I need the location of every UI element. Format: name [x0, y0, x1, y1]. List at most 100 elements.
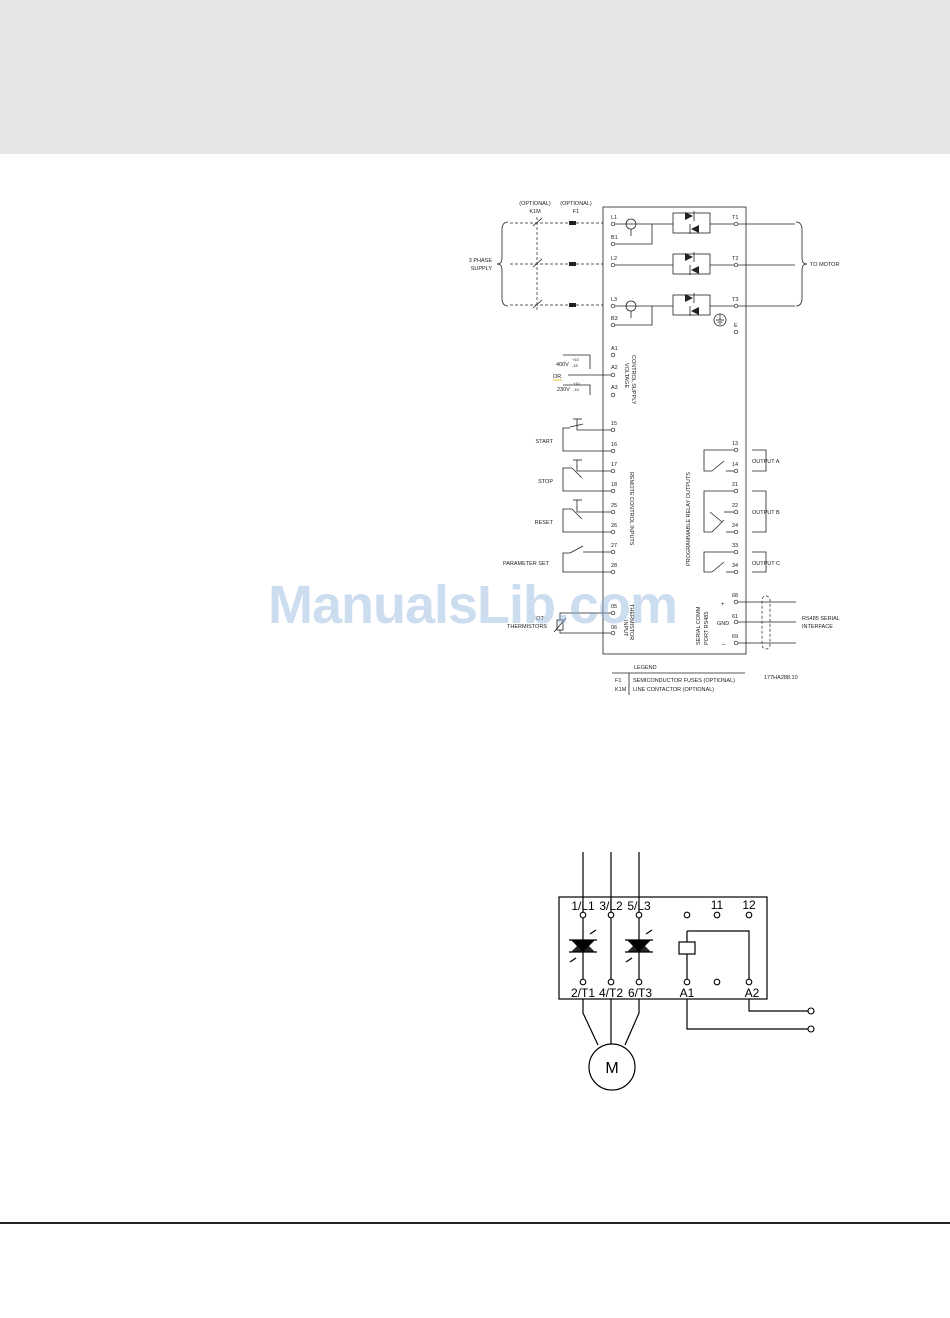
terminal-15	[610, 427, 616, 433]
voltage-230v-label: 230V	[557, 387, 570, 393]
supply-label-line1: 3 PHASE	[469, 258, 493, 264]
scr-pair-1	[672, 211, 711, 234]
bypass-path-b1	[615, 224, 653, 245]
thermistor-input-label-2: INPUT	[622, 620, 628, 637]
terminal-t3	[733, 303, 739, 309]
voltage-230v-tol-top: +10	[573, 381, 581, 386]
terminal-33	[733, 549, 739, 555]
terminal-t1-label: T1	[732, 215, 738, 221]
label-a2: A2	[745, 986, 760, 1000]
terminal-17	[610, 468, 616, 474]
upper-wiring-diagram: (OPTIONAL) K1M (OPTIONAL) F1 3 PHASE SUP…	[469, 201, 840, 695]
label-2-t1: 2/T1	[571, 986, 595, 1000]
supply-brace	[496, 221, 509, 307]
label-1-l1: 1/L1	[571, 899, 595, 913]
stop-input-label: STOP	[538, 479, 553, 485]
terminal-a2-label: A2	[611, 365, 618, 371]
k1m-contact-3	[532, 299, 543, 309]
serial-gnd-label: GND	[717, 621, 729, 627]
terminal-4-t2	[607, 978, 615, 986]
terminal-b3-label: B3	[611, 316, 618, 322]
legend-k1m-text: LINE CONTACTOR (OPTIONAL)	[633, 687, 714, 693]
terminal-68-label: 68	[732, 593, 738, 599]
scr-bank	[672, 211, 711, 316]
control-relay-coil	[678, 930, 750, 979]
terminal-1-l1	[579, 911, 587, 919]
to-motor-label: TO MOTOR	[810, 262, 839, 268]
terminal-a3	[610, 392, 616, 398]
reset-input-label: RESET	[535, 520, 554, 526]
terminal-a3-label: A3	[611, 385, 618, 391]
starter-module-box	[558, 896, 768, 1000]
terminal-e-label: E	[734, 323, 738, 329]
terminal-11	[713, 911, 721, 919]
terminal-a1-label: A1	[611, 346, 618, 352]
f1-label: F1	[573, 209, 579, 215]
thermistor-input-label: THERMISTOR	[628, 604, 634, 640]
terminal-b1	[610, 241, 616, 247]
power-terminals-left: L1 B1 L2 L3 B3	[610, 215, 618, 328]
terminal-33-label: 33	[732, 543, 738, 549]
supply-label-line2: SUPPLY	[471, 266, 493, 272]
voltage-or-label: OR	[553, 374, 561, 380]
terminal-28-label: 28	[611, 563, 617, 569]
terminal-25-label: 25	[611, 503, 617, 509]
k1m-contact-2	[532, 258, 543, 268]
terminal-34-label: 34	[732, 563, 738, 569]
terminal-22-label: 22	[732, 503, 738, 509]
terminal-34	[733, 569, 739, 575]
label-12: 12	[742, 898, 756, 912]
terminal-a1	[610, 352, 616, 358]
terminal-b3	[610, 322, 616, 328]
terminal-l2	[610, 262, 616, 268]
label-5-l3: 5/L3	[627, 899, 651, 913]
terminal-a1	[683, 978, 691, 986]
voltage-400v-tol-top: +10	[572, 357, 580, 362]
terminal-t2	[733, 262, 739, 268]
terminal-13	[733, 447, 739, 453]
fuse-f1-1	[569, 221, 576, 225]
terminal-26-label: 26	[611, 523, 617, 529]
terminal-blank-bottom	[713, 978, 721, 986]
terminal-blank-top	[683, 911, 691, 919]
terminal-e	[733, 329, 739, 335]
terminal-15-label: 15	[611, 421, 617, 427]
voltage-400v-label: 400V	[556, 362, 569, 368]
motor-brace	[795, 221, 808, 307]
control-supply-label: CONTROL SUPPLY	[630, 355, 636, 405]
terminal-14-label: 14	[732, 462, 738, 468]
output-a-label: OUTPUT A	[752, 459, 780, 465]
terminal-26	[610, 529, 616, 535]
start-input-label: START	[535, 439, 553, 445]
terminal-68	[733, 599, 739, 605]
legend-title: LEGEND	[634, 665, 657, 671]
terminal-16	[610, 448, 616, 454]
terminal-21-label: 21	[732, 482, 738, 488]
serial-comm-label-2: PORT RS485	[704, 612, 710, 645]
terminal-a2	[610, 372, 616, 378]
serial-comm-label: SERIAL COMM	[696, 606, 702, 645]
terminal-12	[745, 911, 753, 919]
serial-plus-label: +	[721, 602, 725, 608]
soft-starter-unit-box	[602, 206, 747, 655]
label-4-t2: 4/T2	[599, 986, 623, 1000]
parameter-set-input-label: PARAMETER SET	[503, 561, 550, 567]
motor-terminals: T1 T2 T3	[732, 215, 739, 309]
scr-pair-2	[672, 252, 711, 275]
rs485-serial-label: RS485 SERIAL	[802, 616, 840, 622]
terminal-24-label: 24	[732, 523, 738, 529]
page-footer-rule	[0, 1222, 950, 1224]
terminal-l1	[610, 221, 616, 227]
terminal-a2	[745, 978, 753, 986]
thermistors-label-2: THERMISTORS	[507, 624, 547, 630]
legend-f1-text: SEMICONDUCTOR FUSES (OPTIONAL)	[633, 678, 735, 684]
thermistors-label-1: OT	[536, 616, 544, 622]
terminal-13-label: 13	[732, 441, 738, 447]
terminal-l2-label: L2	[611, 256, 617, 262]
terminal-22	[733, 509, 739, 515]
terminal-5-l3	[635, 911, 643, 919]
serial-cable-shield	[761, 595, 771, 650]
label-3-l2: 3/L2	[599, 899, 623, 913]
terminal-2-t1	[579, 978, 587, 986]
